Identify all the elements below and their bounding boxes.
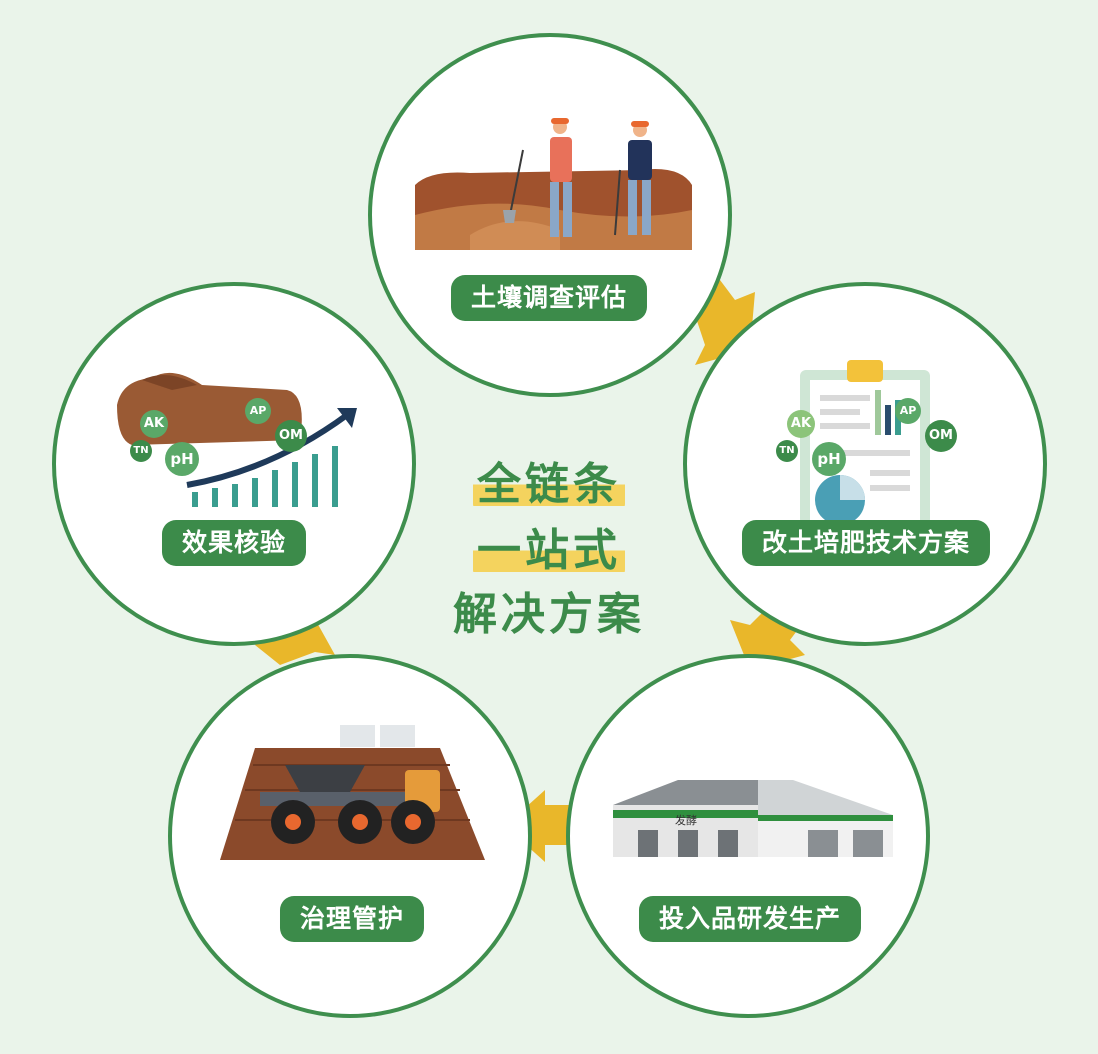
stage-label-input-production: 投入品研发生产: [638, 896, 862, 942]
stage-label-soil-survey: 土壤调查评估: [450, 275, 648, 321]
title-line-3: 解决方案: [453, 589, 645, 640]
indicator-ph-left: pH: [165, 442, 199, 476]
title-line-2: 一站式: [473, 514, 625, 578]
spreader-truck-illustration: [220, 725, 485, 860]
factory-sign: 发酵: [675, 814, 697, 827]
indicator-om-left: OM: [275, 420, 307, 452]
indicator-ak-right: AK: [787, 410, 815, 438]
soil-survey-illustration: [415, 118, 692, 250]
factory-illustration: [613, 780, 893, 857]
indicator-ak-left: AK: [140, 410, 168, 438]
indicator-tn-right: TN: [776, 440, 798, 462]
indicator-ph-right: pH: [812, 442, 846, 476]
report-clipboard-illustration: [800, 360, 930, 525]
indicator-tn-left: TN: [130, 440, 152, 462]
stage-label-fertility-plan: 改土培肥技术方案: [741, 520, 991, 566]
title-line-1: 全链条: [473, 448, 625, 512]
indicator-om-right: OM: [925, 420, 957, 452]
indicator-ap-left: AP: [245, 398, 271, 424]
stage-circle-verification: [52, 282, 416, 646]
stage-label-management: 治理管护: [279, 896, 425, 942]
stage-label-verification: 效果核验: [161, 520, 307, 566]
arrow-3-to-4: [505, 790, 575, 862]
indicator-ap-right: AP: [895, 398, 921, 424]
